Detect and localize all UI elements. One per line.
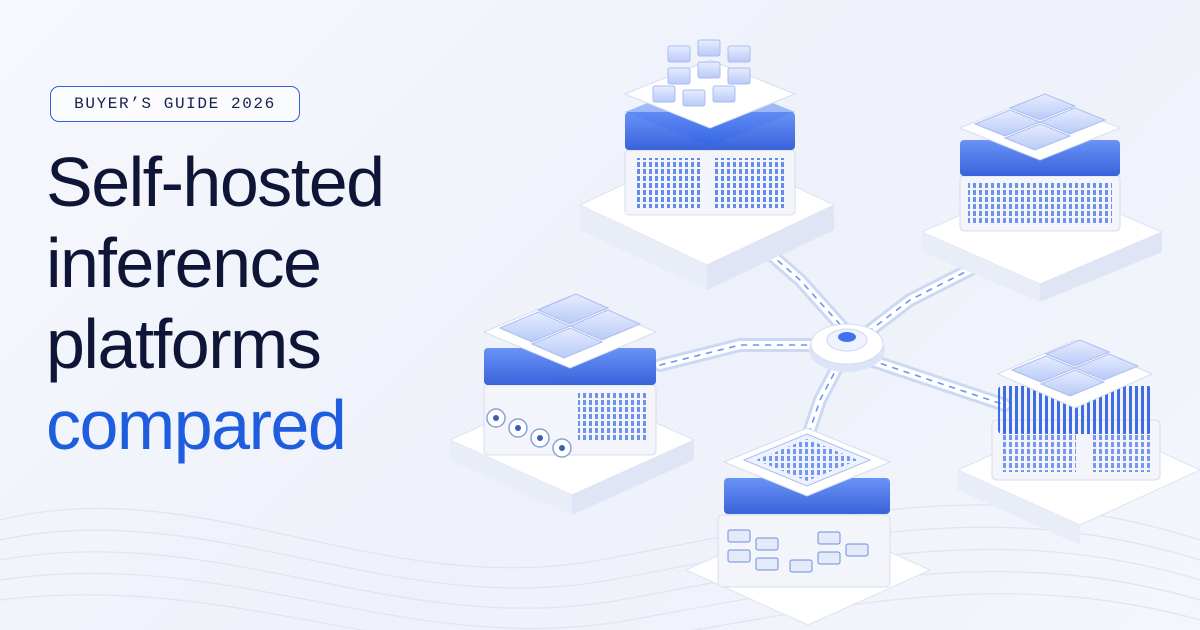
grid-chip-icon [578,39,836,290]
headline-accent: compared [46,386,347,464]
headline-line-3: platforms [46,305,322,383]
headline: Self-hosted inference platforms compared [46,142,385,466]
heatsink-server-icon [956,339,1200,545]
headline-line-1: Self-hosted [46,143,385,221]
server-module-icon [920,93,1164,302]
hub-node-icon [809,323,885,372]
headline-line-2: inference [46,224,322,302]
fan-server-icon [448,293,696,515]
guide-badge: BUYER’S GUIDE 2026 [50,86,300,122]
processor-chip-icon [684,427,932,626]
